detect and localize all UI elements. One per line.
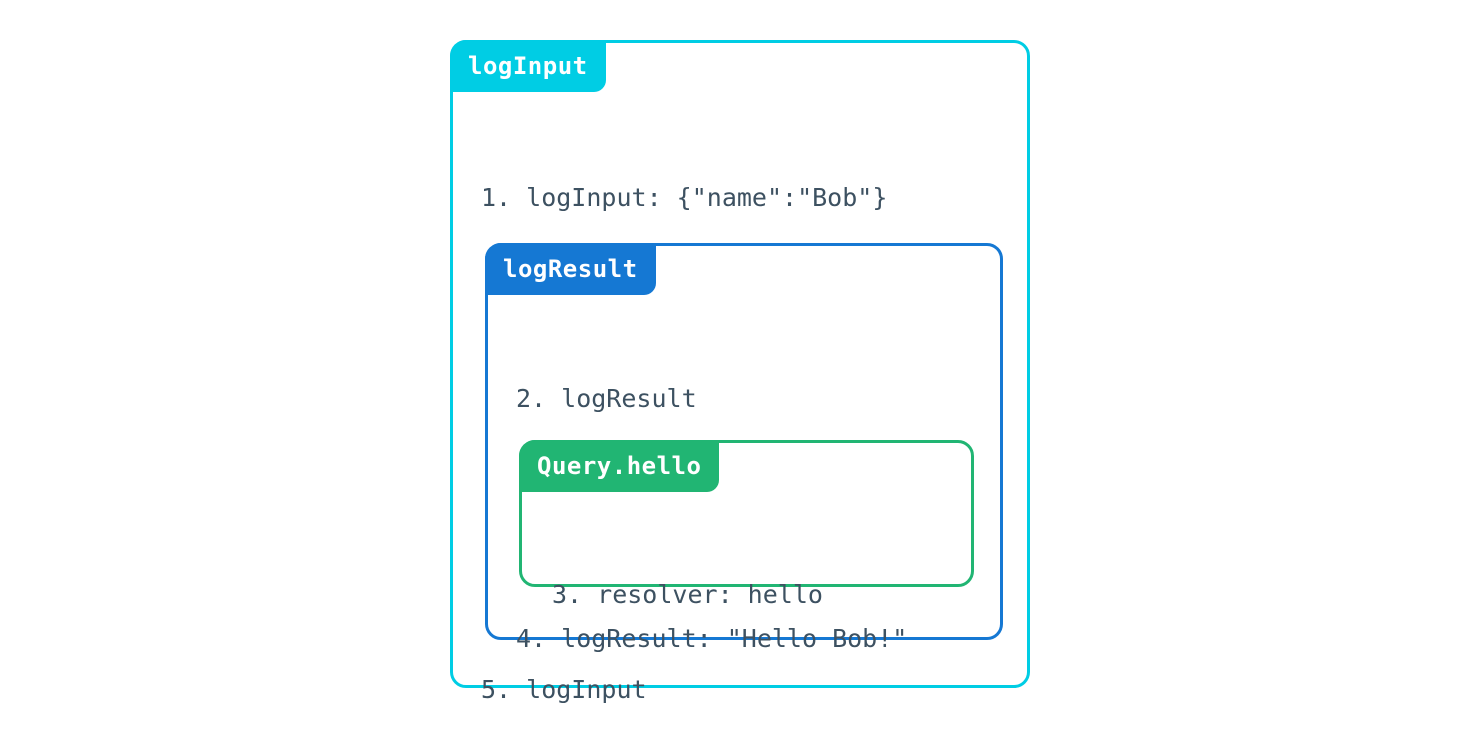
log-line-3: 3. resolver: hello (552, 580, 823, 609)
query-hello-body: 3. resolver: hello (522, 495, 971, 609)
query-hello-box: Query.hello 3. resolver: hello (519, 440, 974, 609)
log-line-5: 5. logInput (481, 675, 647, 704)
query-hello-tab-label: Query.hello (519, 440, 720, 492)
log-line-2: 2. logResult (516, 384, 697, 413)
log-input-tab-label: logInput (450, 40, 606, 92)
log-line-4: 4. logResult: "Hello Bob!" (516, 624, 908, 653)
log-result-box: logResult 2. logResult Query.hello 3. re… (485, 243, 1003, 653)
log-line-1: 1. logInput: {"name":"Bob"} (481, 183, 888, 212)
log-result-body: 2. logResult Query.hello 3. resolver: he… (488, 298, 1000, 653)
log-input-box: logInput 1. logInput: {"name":"Bob"} log… (450, 40, 1030, 704)
log-input-body: 1. logInput: {"name":"Bob"} logResult 2.… (453, 95, 1027, 704)
log-result-tab-label: logResult (485, 243, 656, 295)
